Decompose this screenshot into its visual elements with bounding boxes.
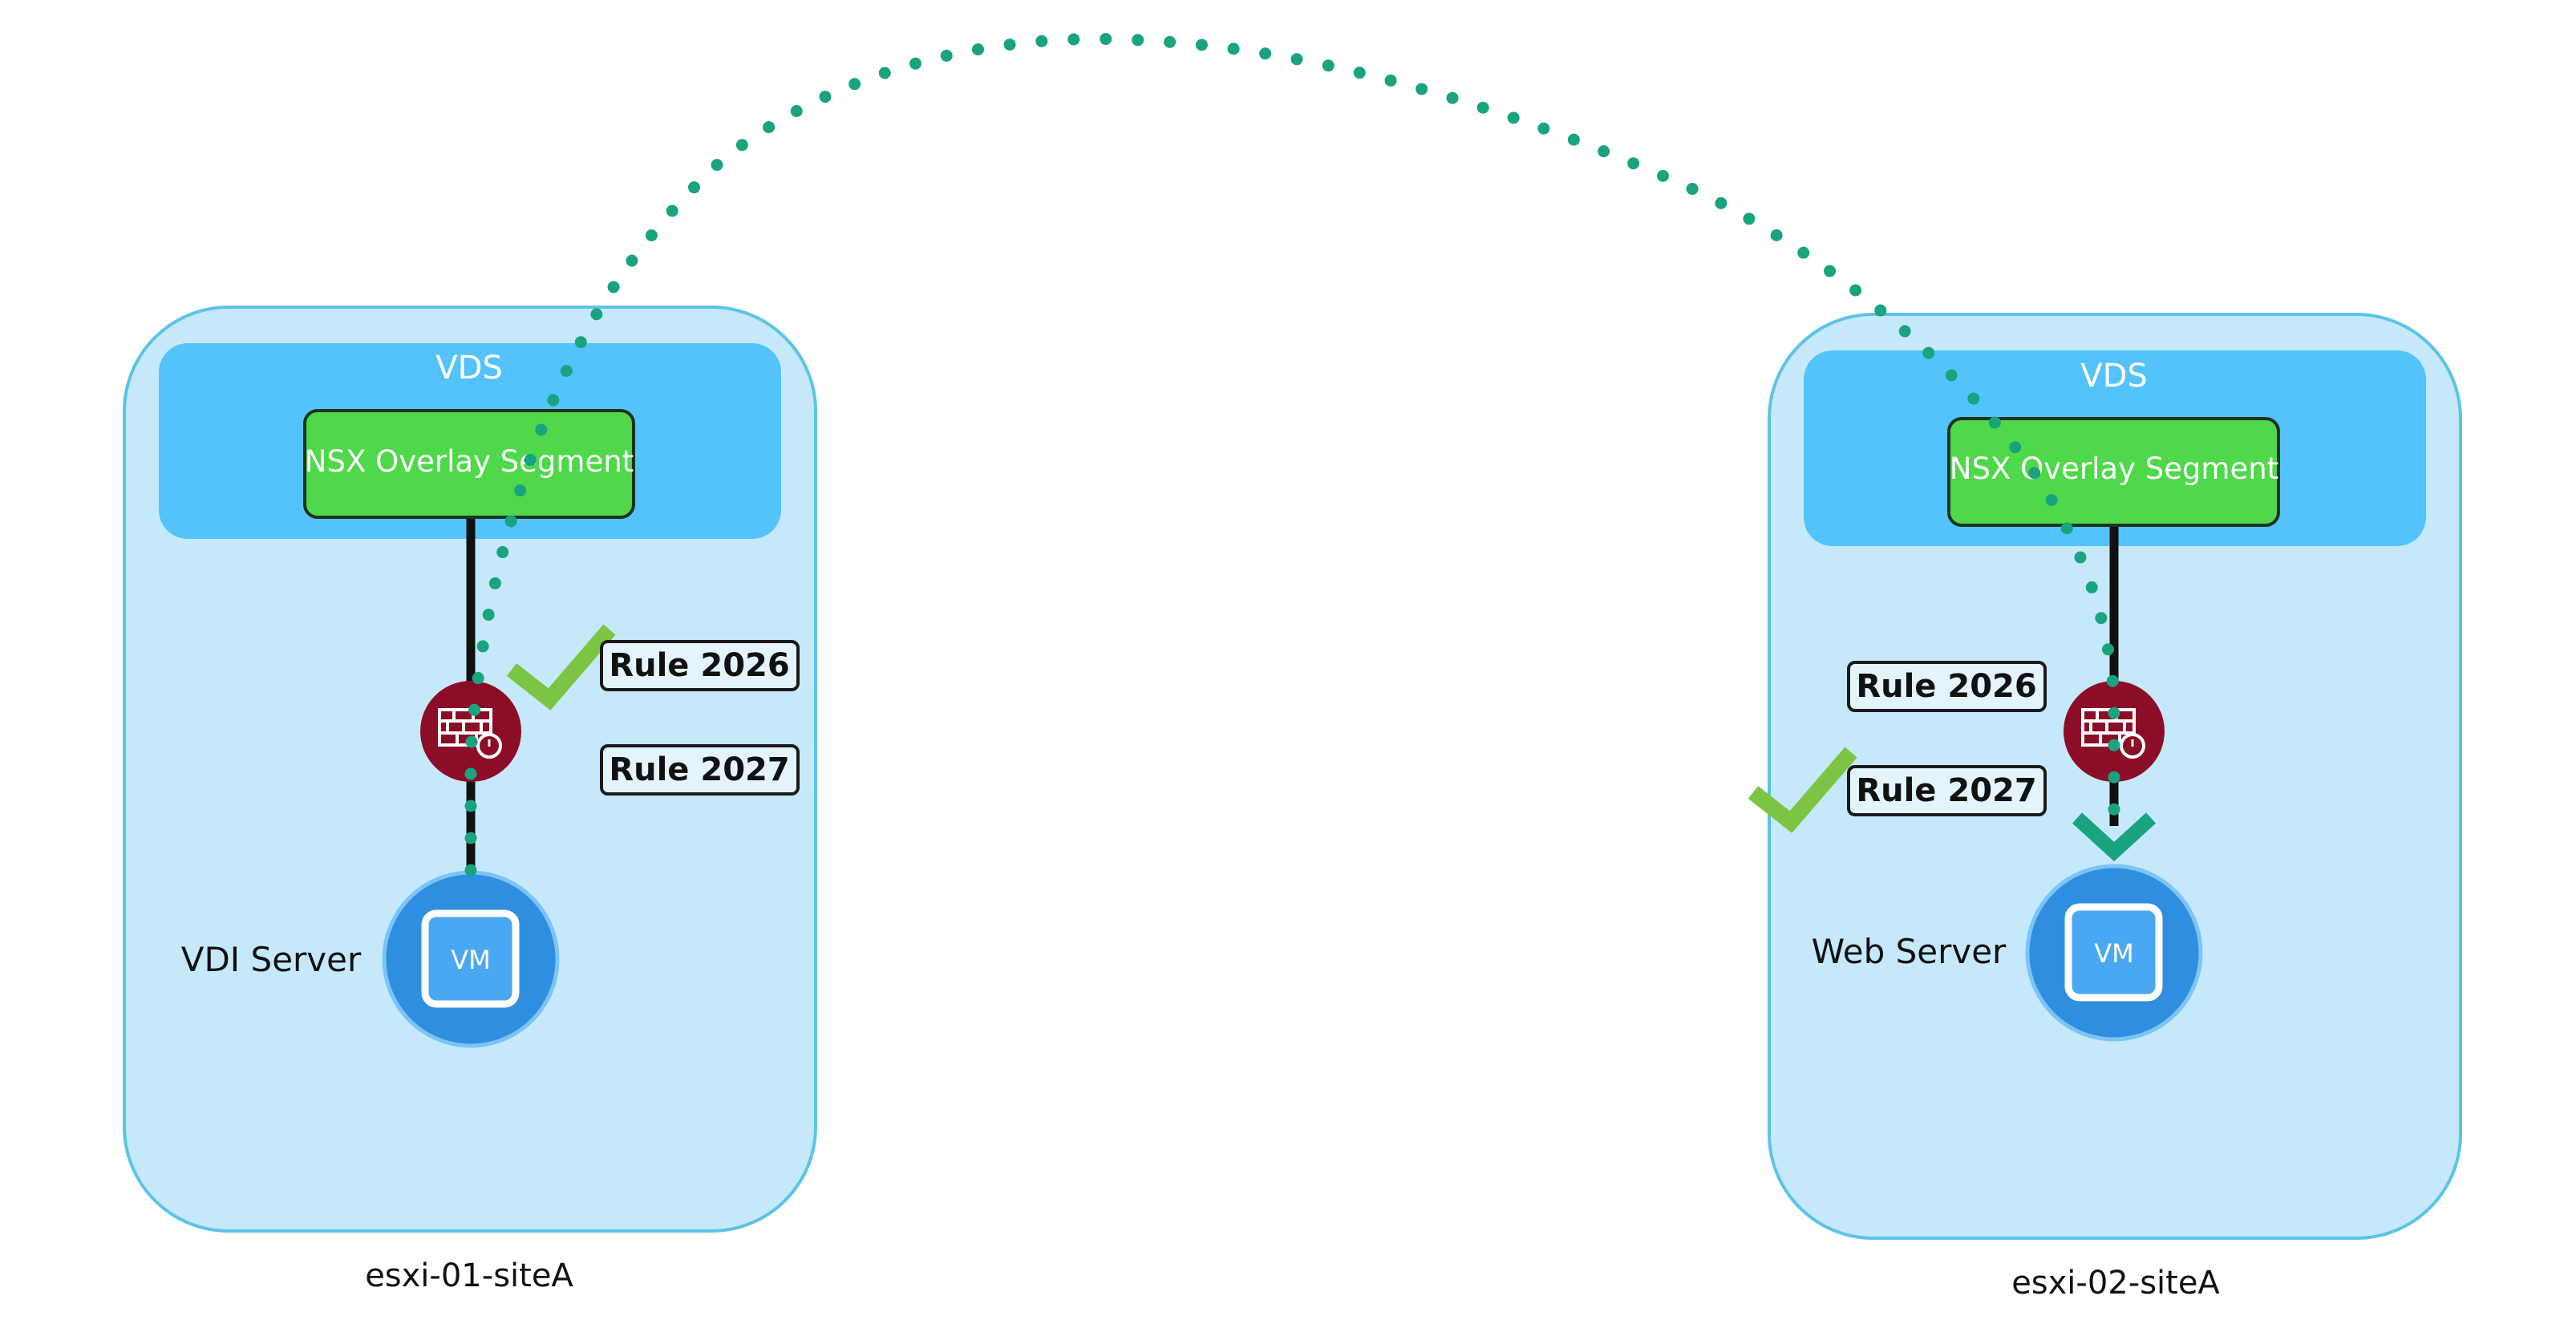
chevron-down-icon xyxy=(2072,812,2157,862)
host-esxi-01: VDS NSX Overlay Segment xyxy=(123,306,817,1294)
host-name: esxi-01-siteA xyxy=(365,1257,573,1294)
rule-2026-label[interactable]: Rule 2026 xyxy=(1847,661,2047,712)
rule-2027-label[interactable]: Rule 2027 xyxy=(600,744,800,796)
host-name: esxi-02-siteA xyxy=(2011,1265,2220,1302)
nsx-segment-label: NSX Overlay Segment xyxy=(305,444,634,479)
svg-text:Rule 2027: Rule 2027 xyxy=(609,751,789,788)
firewall-icon[interactable] xyxy=(2064,681,2165,782)
nsx-segment-box[interactable] xyxy=(303,409,635,519)
checkmark-icon xyxy=(1748,747,1857,833)
rule-2027-label[interactable]: Rule 2027 xyxy=(1847,765,2047,816)
server-label: Web Server xyxy=(1812,932,2007,971)
checkmark-icon xyxy=(506,624,616,711)
svg-text:Rule 2026: Rule 2026 xyxy=(609,647,789,684)
svg-text:VM: VM xyxy=(451,945,491,975)
nsx-segment-box[interactable] xyxy=(1947,417,2280,527)
vds-label: VDS xyxy=(2080,358,2148,395)
nsx-segment-label: NSX Overlay Segment xyxy=(1950,451,2278,486)
rule-2026-label[interactable]: Rule 2026 xyxy=(600,640,800,691)
vds-label: VDS xyxy=(435,350,503,387)
vm-icon[interactable]: VM xyxy=(2025,864,2203,1042)
svg-text:Rule 2027: Rule 2027 xyxy=(1856,772,2036,809)
host-esxi-02: VDS NSX Overlay Segment xyxy=(1748,313,2462,1302)
server-label: VDI Server xyxy=(181,940,362,979)
firewall-icon[interactable] xyxy=(420,681,521,782)
vm-icon[interactable]: VM xyxy=(382,870,560,1048)
traffic-path xyxy=(464,33,2120,877)
svg-text:VM: VM xyxy=(2094,938,2134,969)
svg-text:Rule 2026: Rule 2026 xyxy=(1856,668,2036,705)
